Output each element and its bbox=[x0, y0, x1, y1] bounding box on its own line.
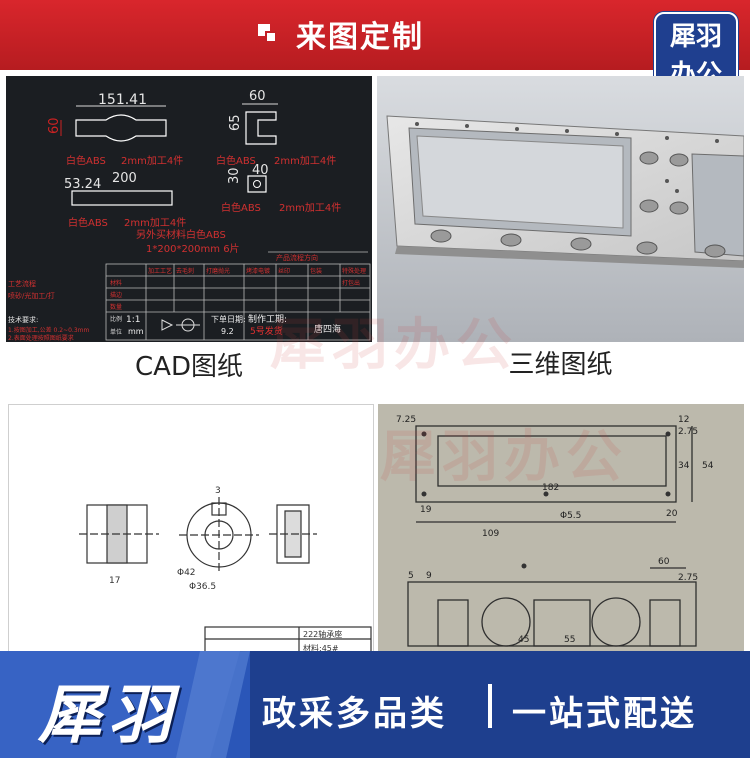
cad-material-a: 白色ABS bbox=[66, 154, 106, 167]
cad-col-8: 打包出 bbox=[342, 279, 360, 287]
photo-dim-t2: 20 bbox=[666, 509, 678, 519]
watermark-2: 犀羽办公 bbox=[380, 425, 628, 490]
cad-caption: CAD图纸 bbox=[135, 352, 243, 382]
photo-dim-t6: 2.75 bbox=[678, 427, 698, 437]
cad-note-1: 工艺流程 bbox=[8, 279, 36, 288]
photo-dim-b-h1: 55 bbox=[564, 635, 575, 645]
brand-line-1: 犀羽 bbox=[669, 22, 722, 52]
cad-date: 9.2 bbox=[221, 327, 234, 336]
cad-material-b: 白色ABS bbox=[216, 154, 256, 167]
hand-sketch-image: Φ36.5 Φ42 17 3 222轴承座 材料:45# bbox=[8, 404, 374, 666]
cad-tech-1: 1.按图加工,公差 0.2~0.3mm bbox=[8, 326, 89, 334]
3d-drawing-image bbox=[377, 76, 744, 342]
photo-dim-b-t3: 2.75 bbox=[678, 573, 698, 583]
cad-col-2: 去毛刺 bbox=[176, 267, 194, 275]
cad-extra-2: 1*200*200mm 6片 bbox=[146, 242, 240, 255]
photo-dim-b-width: 60 bbox=[658, 557, 670, 567]
page-title: 来图定制 bbox=[296, 20, 424, 55]
header-square-icon bbox=[258, 24, 276, 42]
photo-dim-h1: 54 bbox=[702, 461, 714, 471]
cad-col-7: 特殊处理 bbox=[342, 267, 366, 275]
photo-dim-hole: Φ5.5 bbox=[560, 511, 581, 521]
cad-col-6: 包装 bbox=[310, 267, 322, 275]
cad-scale: 1:1 bbox=[126, 315, 140, 325]
sketch-dim-4: 3 bbox=[215, 486, 221, 496]
cad-designer: 唐四海 bbox=[314, 323, 341, 335]
cad-note-2: 喷砂/光加工/打 bbox=[8, 291, 55, 300]
cad-unit: mm bbox=[128, 327, 144, 336]
photo-dim-t4: 109 bbox=[482, 529, 499, 539]
photo-drawing-image: 182 54 34 7.25 20 19 109 12 2.75 Φ5.5 60… bbox=[378, 404, 744, 668]
photo-dim-t1: 7.25 bbox=[396, 415, 416, 425]
photo-dim-h2: 34 bbox=[678, 461, 690, 471]
cad-process-c: 2mm加工4件 bbox=[124, 217, 186, 229]
sketch-dim-2: Φ42 bbox=[177, 568, 196, 578]
cad-date-label: 下单日期: bbox=[211, 314, 246, 324]
cad-extra-1: 另外买材料白色ABS bbox=[136, 228, 226, 241]
photo-dim-width: 182 bbox=[542, 483, 559, 493]
cad-unit-label: 单位 bbox=[110, 328, 122, 336]
cad-process-a: 2mm加工4件 bbox=[121, 155, 183, 167]
cad-col-3: 打磨抛光 bbox=[206, 267, 230, 275]
cad-dim-l2: 65 bbox=[228, 114, 243, 131]
cad-material-c: 白色ABS bbox=[68, 216, 108, 229]
cad-scale-label: 比例 bbox=[110, 315, 122, 323]
footer-slogan-1: 政采多品类 bbox=[262, 694, 447, 734]
cad-tech-2: 2.表面处理按照图纸要求 bbox=[8, 334, 74, 342]
cad-dim-sq2: 30 bbox=[227, 167, 242, 184]
footer-logo: 犀羽 bbox=[38, 679, 178, 753]
cad-dim-bar2: 53.24 bbox=[64, 177, 101, 192]
cad-col-5: 丝印 bbox=[278, 267, 290, 275]
photo-dim-b-t2: 5 bbox=[408, 571, 414, 581]
cad-col-1: 加工工艺 bbox=[148, 267, 172, 275]
watermark-1: 犀羽办公 bbox=[270, 313, 518, 378]
photo-dim-b-h2: 45 bbox=[518, 635, 529, 645]
cad-lead-label: 制作工期: bbox=[248, 313, 287, 325]
sketch-title-1: 222轴承座 bbox=[303, 629, 342, 639]
cad-row-qty: 数量 bbox=[110, 303, 122, 311]
photo-dim-t3: 19 bbox=[420, 505, 432, 515]
cad-process-d: 2mm加工4件 bbox=[279, 202, 341, 214]
cad-dim-top: 151.41 bbox=[98, 92, 147, 108]
header-banner bbox=[0, 0, 750, 70]
sketch-dim-3: 17 bbox=[109, 576, 120, 586]
cad-tech-title: 技术要求: bbox=[8, 315, 38, 324]
footer-separator bbox=[488, 684, 492, 728]
cad-dim-side1: 60 bbox=[47, 117, 62, 134]
3d-caption: 三维图纸 bbox=[508, 350, 613, 380]
cad-row-outline: 描边 bbox=[110, 291, 122, 299]
cad-col-4: 烤漆电镀 bbox=[246, 267, 270, 275]
cad-table-head: 产品流程方向 bbox=[276, 253, 318, 262]
photo-dim-t5: 12 bbox=[678, 415, 689, 425]
cad-process-b: 2mm加工4件 bbox=[274, 155, 336, 167]
cad-dim-bar: 200 bbox=[112, 171, 137, 186]
photo-dim-b-t1: 9 bbox=[426, 571, 432, 581]
cad-drawing-image: 151.41 60 白色ABS 2mm加工4件 60 65 白色ABS 2mm加… bbox=[6, 76, 372, 342]
sketch-title-2: 材料:45# bbox=[303, 643, 339, 653]
cad-lead: 5号发货 bbox=[250, 325, 283, 337]
cad-dim-sq1: 40 bbox=[252, 163, 269, 178]
cad-dim-l1: 60 bbox=[249, 89, 266, 104]
sketch-dim-1: Φ36.5 bbox=[189, 582, 216, 592]
footer-banner bbox=[0, 651, 750, 758]
footer-slogan-2: 一站式配送 bbox=[512, 694, 697, 734]
cad-material-d: 白色ABS bbox=[221, 201, 261, 214]
cad-row-material: 材料 bbox=[110, 279, 122, 287]
